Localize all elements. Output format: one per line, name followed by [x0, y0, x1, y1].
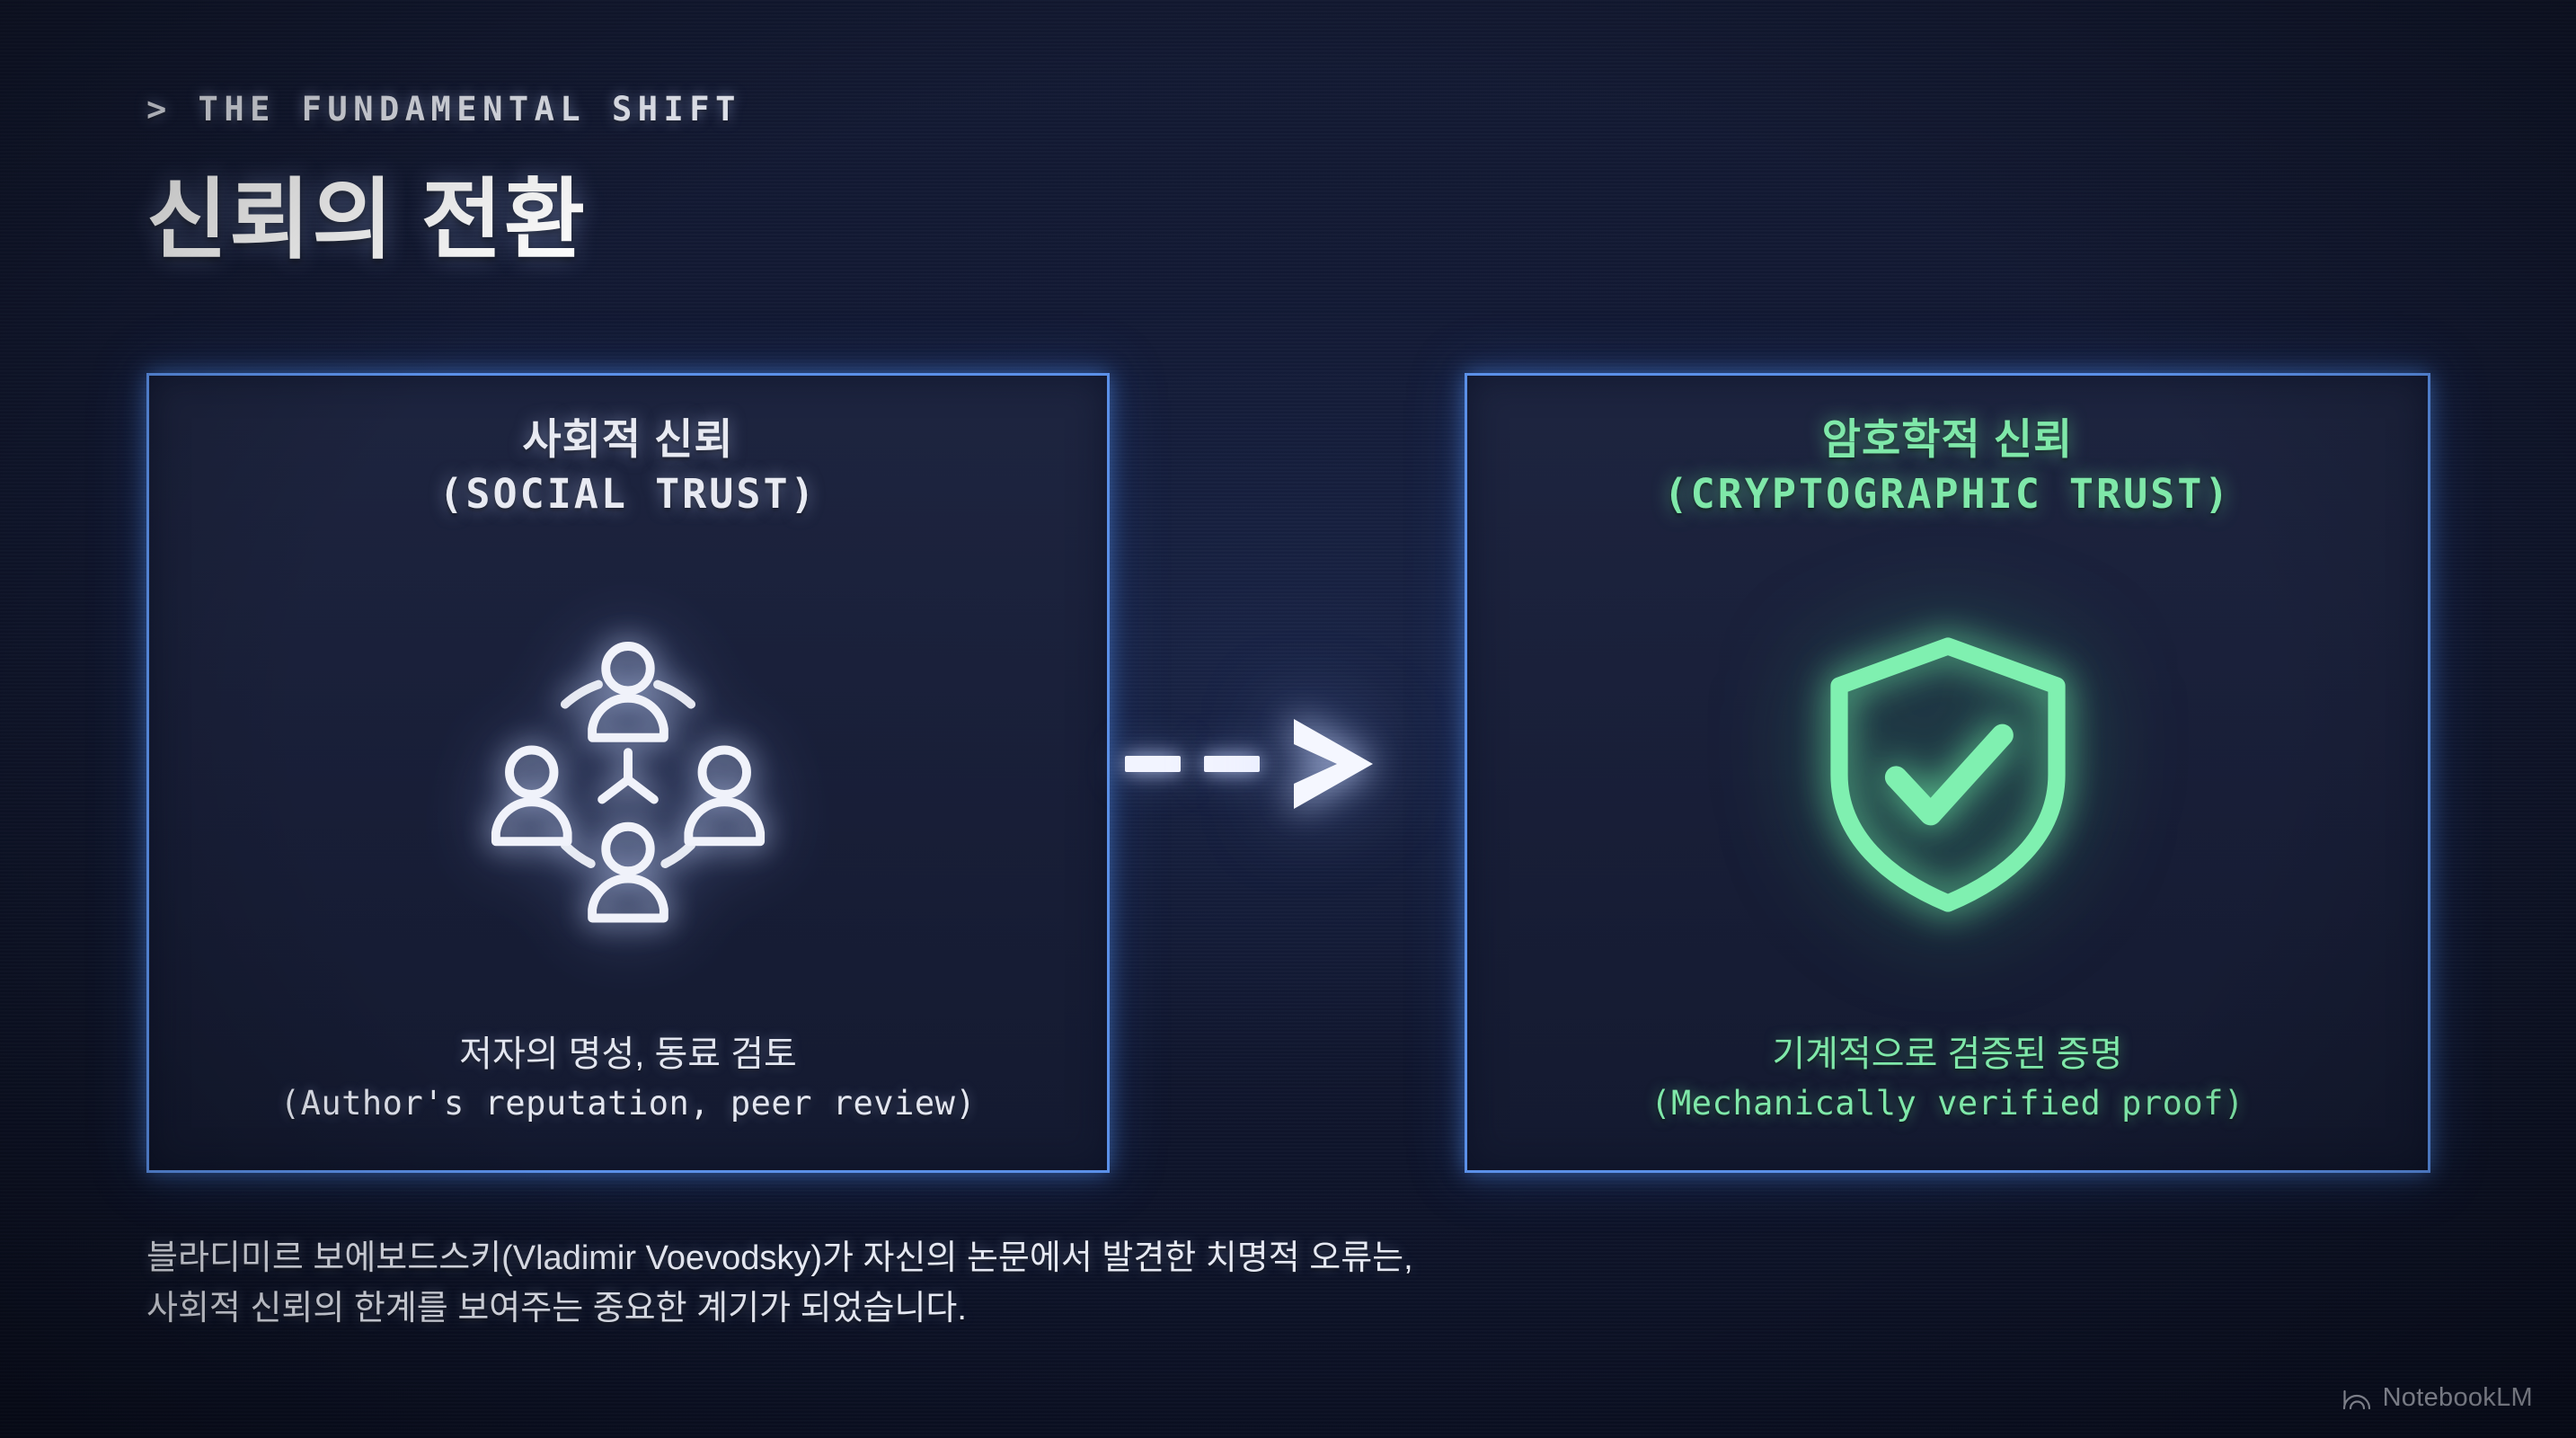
- card-caption-en: (Mechanically verified proof): [1651, 1083, 2244, 1123]
- card-icon-area-social: [149, 518, 1107, 1033]
- card-caption-ko: 저자의 명성, 동료 검토: [459, 1034, 797, 1074]
- arrow-head-icon: [1294, 719, 1373, 809]
- card-cryptographic-trust: 암호학적 신뢰 (CRYPTOGRAPHIC TRUST) 기계적으로 검증된 …: [1465, 373, 2430, 1173]
- card-caption-ko: 기계적으로 검증된 증명: [1772, 1034, 2123, 1074]
- footer-note: 블라디미르 보에보드스키(Vladimir Voevodsky)가 자신의 논문…: [146, 1233, 1413, 1334]
- arrow-dash-1: [1125, 756, 1181, 772]
- page-title: 신뢰의 전환: [146, 170, 588, 269]
- card-title-ko: 사회적 신뢰: [522, 415, 734, 463]
- footer-line-2: 사회적 신뢰의 한계를 보여주는 중요한 계기가 되었습니다.: [146, 1290, 967, 1328]
- transition-arrow: [1125, 715, 1448, 813]
- card-title-en: (SOCIAL TRUST): [438, 470, 818, 519]
- notebooklm-watermark: NotebookLM: [2341, 1383, 2533, 1413]
- watermark-label: NotebookLM: [2382, 1383, 2533, 1412]
- arrow-dash-2: [1204, 756, 1260, 772]
- notebooklm-arc-icon: [2342, 1389, 2370, 1409]
- card-icon-area-crypto: [1467, 518, 2428, 1033]
- card-title-crypto: 암호학적 신뢰 (CRYPTOGRAPHIC TRUST): [1664, 415, 2232, 518]
- footer-line-1: 블라디미르 보에보드스키(Vladimir Voevodsky)가 자신의 논문…: [146, 1239, 1413, 1277]
- shield-check-icon: [1829, 637, 2066, 912]
- card-social-trust: 사회적 신뢰 (SOCIAL TRUST): [146, 373, 1110, 1173]
- card-title-ko: 암호학적 신뢰: [1821, 415, 2074, 463]
- card-caption-crypto: 기계적으로 검증된 증명 (Mechanically verified proo…: [1651, 1033, 2244, 1170]
- eyebrow-label: > THE FUNDAMENTAL SHIFT: [146, 90, 741, 129]
- people-network-icon: [491, 642, 766, 923]
- card-caption-en: (Author's reputation, peer review): [279, 1083, 977, 1123]
- card-caption-social: 저자의 명성, 동료 검토 (Author's reputation, peer…: [280, 1033, 976, 1170]
- card-title-en: (CRYPTOGRAPHIC TRUST): [1663, 470, 2232, 519]
- card-title-social: 사회적 신뢰 (SOCIAL TRUST): [438, 415, 817, 518]
